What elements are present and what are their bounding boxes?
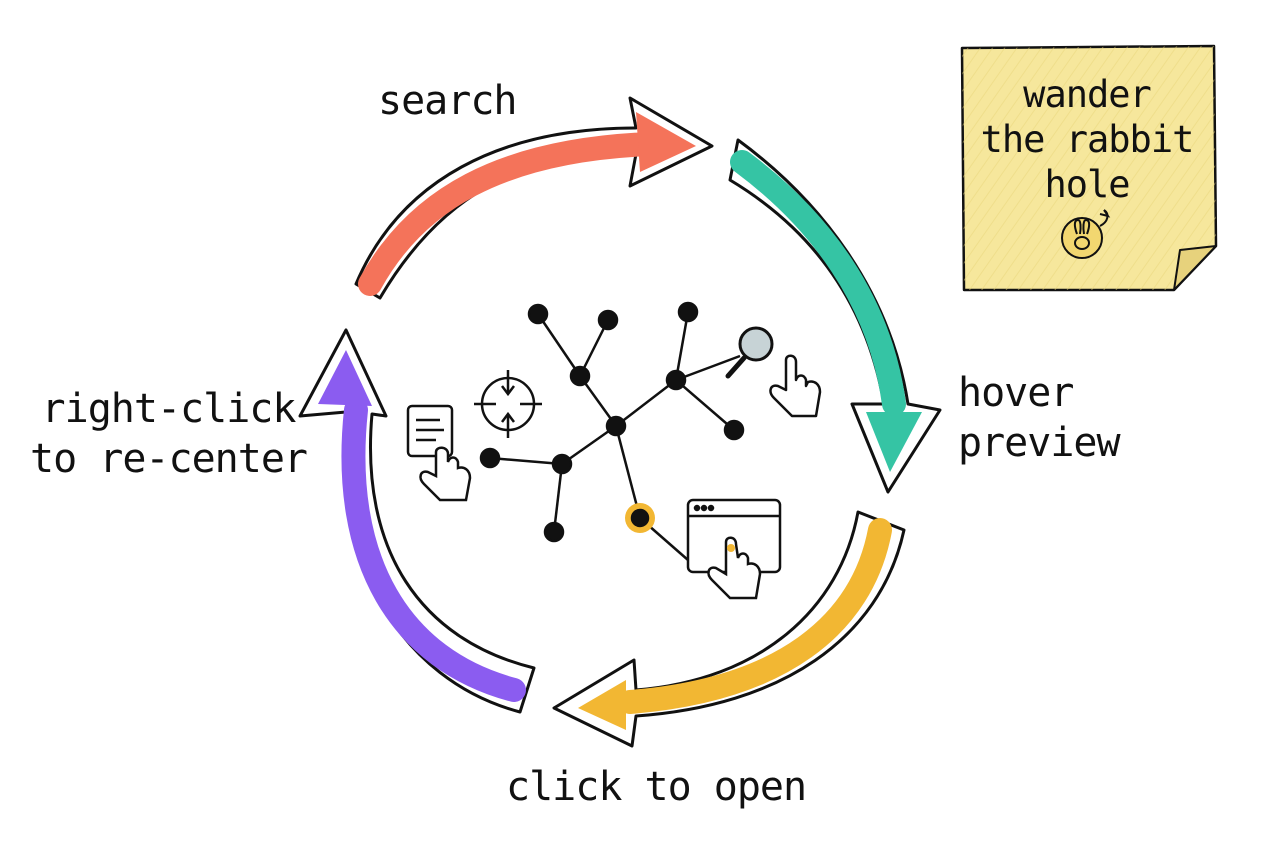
sticky-note-text-area: wander the rabbit hole: [958, 44, 1216, 292]
document-icon: [406, 404, 472, 502]
step-label-right-click: right-click to re-center: [30, 384, 308, 484]
pointer-hand-icon: [769, 354, 822, 418]
graph-network-icon: [479, 301, 745, 561]
step-label-line: right-click: [41, 386, 297, 432]
browser-window-icon: [686, 498, 782, 600]
step-label-line: to re-center: [30, 436, 308, 482]
magnifier-icon: [725, 326, 774, 379]
arrow-open-fill: [618, 518, 892, 714]
sticky-note-line: wander: [1023, 73, 1152, 116]
sticky-note-line: hole: [1044, 163, 1130, 206]
step-label-line: click to open: [506, 764, 807, 810]
step-label-click-to-open: click to open: [506, 762, 807, 812]
sticky-note-text: wander the rabbit hole: [958, 72, 1216, 207]
crosshair-icon: [474, 370, 542, 438]
arrow-hover-fill: [730, 150, 906, 416]
step-label-line: search: [378, 78, 517, 124]
step-label-line: preview: [958, 420, 1121, 466]
step-label-hover-preview: hover preview: [958, 368, 1121, 468]
arrow-search-fill: [358, 132, 662, 296]
arrow-hover: [728, 138, 942, 494]
sticky-note-line: the rabbit: [980, 118, 1195, 161]
sticky-note: [960, 44, 1218, 292]
rabbit-icon: [1061, 209, 1111, 259]
step-label-search: search: [378, 76, 517, 126]
arrow-recenter-fill: [341, 398, 526, 702]
arrow-recenter: [298, 328, 536, 714]
step-label-line: hover: [958, 370, 1074, 416]
arrow-search: [354, 96, 714, 300]
arrow-open: [552, 510, 906, 748]
